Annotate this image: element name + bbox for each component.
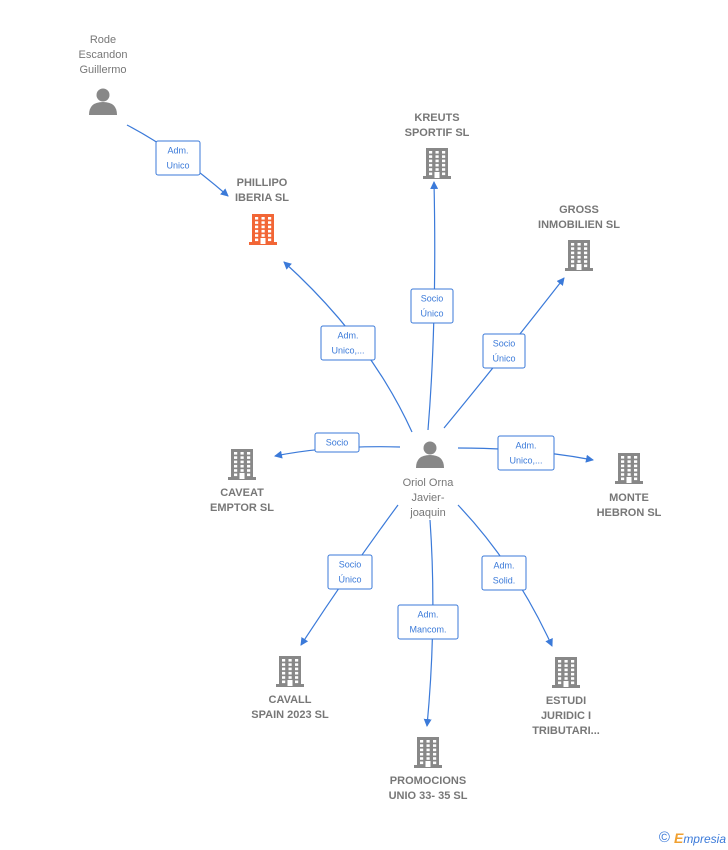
node-company-kreuts[interactable]: KREUTS SPORTIF SL — [405, 112, 470, 179]
node-label: IBERIA SL — [235, 192, 289, 204]
node-label: KREUTS — [414, 112, 459, 124]
edge-label-box[interactable] — [327, 554, 373, 590]
building-icon — [423, 148, 451, 179]
edge-center-estudi: Adm. Solid. — [457, 504, 553, 647]
node-label: HEBRON SL — [597, 507, 662, 519]
edge-label: Socio — [326, 438, 349, 448]
node-company-cavall[interactable]: CAVALL SPAIN 2023 SL — [251, 656, 329, 721]
edge-label-box[interactable] — [410, 288, 454, 324]
building-icon — [552, 657, 580, 688]
node-label: INMOBILIEN SL — [538, 219, 620, 231]
person-icon — [89, 88, 117, 115]
node-label: Javier- — [411, 492, 444, 504]
edge-label: Socio — [339, 560, 362, 570]
edge-label: Adm. — [337, 331, 358, 341]
node-label: ESTUDI — [546, 695, 586, 707]
node-label: UNIO 33- 35 SL — [389, 790, 468, 802]
brand-logo: Empresia — [673, 829, 726, 846]
copyright-icon: © — [658, 829, 670, 846]
edge-label-box[interactable] — [155, 140, 201, 176]
edge-label: Adm. — [493, 561, 514, 571]
node-label: Escandon — [79, 49, 128, 61]
node-label: PROMOCIONS — [390, 775, 466, 787]
node-company-monte[interactable]: MONTE HEBRON SL — [597, 453, 662, 519]
node-label: CAVEAT — [220, 487, 264, 499]
edge-center-caveat: Socio — [274, 432, 401, 459]
node-label: MONTE — [609, 492, 649, 504]
person-icon — [416, 441, 444, 468]
node-label: CAVALL — [269, 694, 312, 706]
node-label: PHILLIPO — [237, 177, 288, 189]
edge-label: Único — [338, 575, 361, 585]
node-label: TRIBUTARI... — [532, 725, 600, 737]
node-company-estudi[interactable]: ESTUDI JURIDIC I TRIBUTARI... — [532, 657, 600, 737]
node-company-phillipo[interactable]: PHILLIPO IBERIA SL — [235, 177, 289, 245]
edge-label-box[interactable] — [497, 435, 555, 471]
edge-label-box[interactable] — [397, 604, 459, 640]
edge-label: Socio — [493, 339, 516, 349]
node-label: JURIDIC I — [541, 710, 591, 722]
building-icon — [249, 214, 277, 245]
building-icon — [565, 240, 593, 271]
building-icon — [615, 453, 643, 484]
node-label: GROSS — [559, 204, 599, 216]
edge-label-box[interactable] — [314, 432, 360, 453]
node-label: EMPTOR SL — [210, 502, 274, 514]
edge-center-promocions: Adm. Mancom. — [397, 519, 459, 727]
node-label: SPORTIF SL — [405, 127, 470, 139]
edge-label: Único — [492, 354, 515, 364]
node-label: SPAIN 2023 SL — [251, 709, 329, 721]
edge-label: Solid. — [493, 576, 516, 586]
node-company-gross[interactable]: GROSS INMOBILIEN SL — [538, 204, 620, 271]
edge-center-phillipo: Adm. Unico,... — [283, 261, 413, 433]
edge-label: Adm. — [515, 441, 536, 451]
edge-label: Mancom. — [409, 625, 446, 635]
edges-layer: Adm.UnicoAdm.Unico,...SocioÚnicoSocioÚni… — [126, 124, 594, 727]
node-label: joaquin — [409, 507, 445, 519]
node-company-promocions[interactable]: PROMOCIONS UNIO 33- 35 SL — [389, 737, 468, 802]
edge-label-box[interactable] — [482, 333, 526, 369]
node-label: Oriol Orna — [403, 477, 455, 489]
edge-label: Unico,... — [331, 346, 364, 356]
node-label: Rode — [90, 34, 116, 46]
edge-label-box[interactable] — [320, 325, 376, 361]
building-icon — [276, 656, 304, 687]
footer-brand: © Empresia — [659, 829, 726, 846]
building-icon — [414, 737, 442, 768]
edge-label-box[interactable] — [481, 555, 527, 591]
building-icon — [228, 449, 256, 480]
edge-label: Socio — [421, 294, 444, 304]
node-label: Guillermo — [79, 64, 126, 76]
edge-label: Adm. — [417, 610, 438, 620]
edge-label: Unico — [166, 161, 189, 171]
edge-label: Adm. — [167, 146, 188, 156]
edge-center-monte: Adm. Unico,... — [457, 435, 594, 471]
edge-label: Único — [420, 309, 443, 319]
edge-label: Unico,... — [509, 456, 542, 466]
node-company-caveat[interactable]: CAVEAT EMPTOR SL — [210, 449, 274, 514]
edge-rode-phillipo: Adm. Unico — [126, 124, 229, 197]
